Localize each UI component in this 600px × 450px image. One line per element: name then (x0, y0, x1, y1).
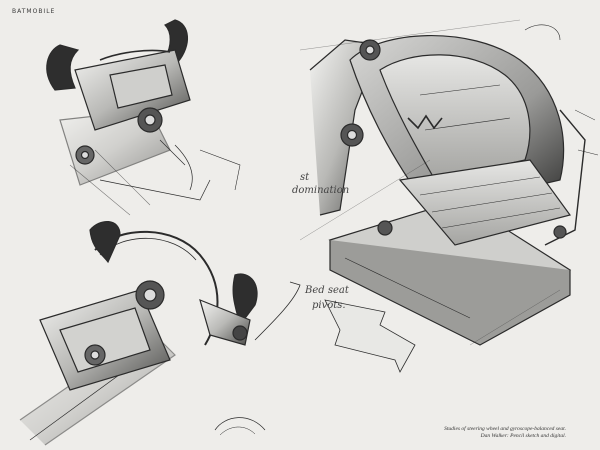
annotation-bottom-2: pivots. (312, 300, 346, 311)
annotation-mid: domination (292, 185, 350, 196)
figure-caption: Studies of steering wheel and gyroscope-… (366, 426, 566, 440)
steering-wheel-sketch-top (46, 19, 241, 216)
steering-wheel-sketch-bottom (19, 221, 301, 446)
seat-sketch (299, 19, 599, 373)
caption-line-2: Dan Walker: Pencil sketch and digital. (480, 433, 566, 439)
annotation-top: st (300, 172, 310, 183)
annotation-bottom-1: Bed seat (305, 285, 349, 296)
running-head: BATMOBILE (12, 8, 56, 15)
caption-line-1: Studies of steering wheel and gyroscope-… (444, 426, 566, 432)
